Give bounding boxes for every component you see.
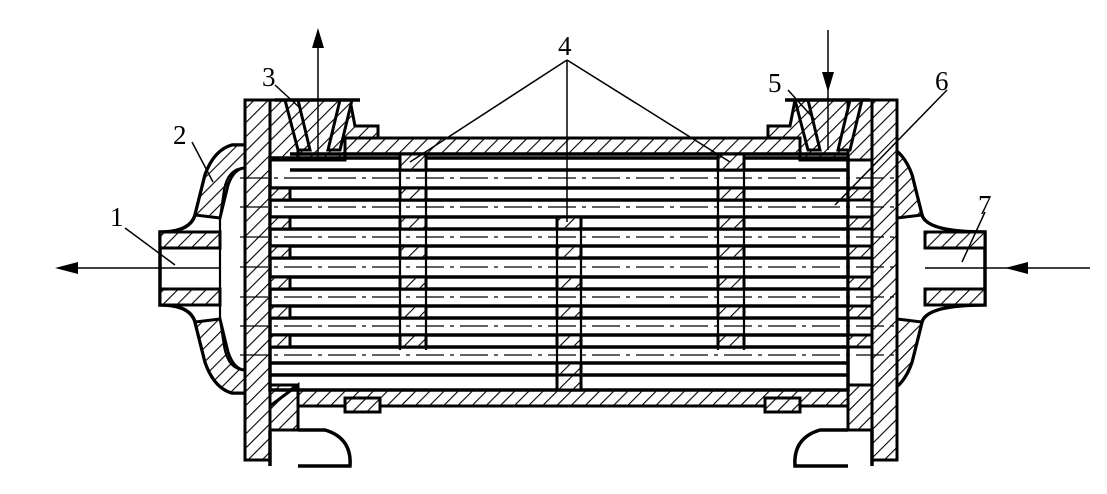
- callout-3: 3: [262, 62, 276, 92]
- callout-5: 5: [768, 68, 782, 98]
- callout-6: 6: [935, 66, 949, 96]
- baffles: [268, 152, 874, 392]
- callout-2: 2: [173, 120, 187, 150]
- shell-inlet-nozzle-5: [785, 98, 870, 152]
- baffle-right: [716, 152, 746, 350]
- baffle-left: [398, 152, 428, 350]
- support-left: [268, 428, 352, 468]
- baffle-middle: [555, 215, 583, 392]
- flow-arrows: [55, 28, 1090, 274]
- callout-7: 7: [978, 190, 992, 220]
- callout-4: 4: [558, 31, 572, 61]
- callouts: 1 2 3 4 5 6 7: [110, 31, 992, 232]
- leader-lines: [124, 59, 986, 266]
- left-head: [158, 143, 247, 395]
- support-right: [793, 428, 874, 468]
- callout-1: 1: [110, 202, 124, 232]
